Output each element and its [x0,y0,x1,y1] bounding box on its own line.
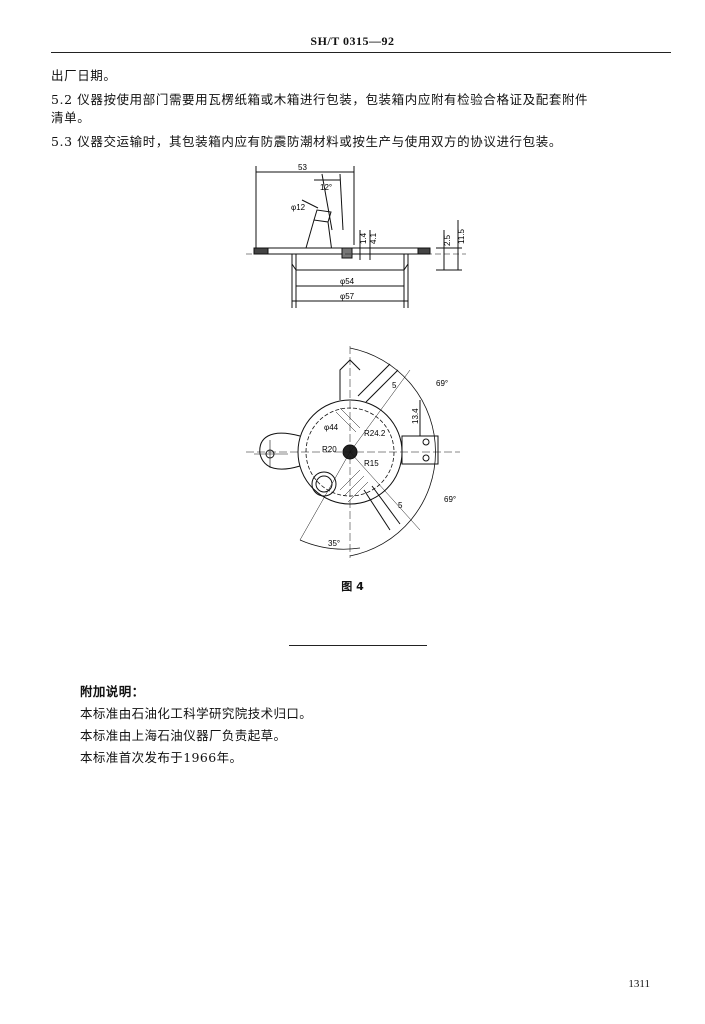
end-rule [289,645,427,646]
notes-line-2: 本标准由上海石油仪器厂负责起草。 [80,728,287,743]
dim-35deg-label: 35° [328,539,340,548]
dim-5-bottom-label: 5 [398,501,403,510]
body-line-1: 出厂日期。 [51,68,117,83]
dim-2-5-label: 2.5 [443,234,452,246]
dim-phi44-label: φ44 [324,423,339,432]
dim-phi12-label: φ12 [291,203,306,212]
body-line-3: 清单。 [51,110,91,125]
dim-11-5-label: 11.5 [457,228,466,244]
dim-69deg-top-label: 69° [436,379,448,388]
dim-r24-2-label: R24.2 [364,429,386,438]
body-line-2: 5.2 仪器按使用部门需要用瓦楞纸箱或木箱进行包装，包装箱内应附有检验合格证及配… [51,92,589,107]
dim-5-top-label: 5 [392,381,397,390]
body-line-4: 5.3 仪器交运输时，其包装箱内应有防震防潮材料或按生产与使用双方的协议进行包装… [51,134,562,149]
notes-title: 附加说明： [80,684,145,699]
figure-caption: 图 4 [341,580,364,593]
dim-1-4-label: 1.4 [359,232,368,244]
figure-section-view: 53 12° φ12 1.4 4.1 2.5 11.5 φ54 φ57 [246,163,466,308]
standard-number: SH/T 0315—92 [310,34,395,48]
dim-r20-label: R20 [322,445,337,454]
page-number: 1311 [628,978,650,990]
header-rule [51,52,671,53]
dim-phi57-label: φ57 [340,292,355,301]
dim-53-label: 53 [298,163,307,172]
dim-13-4-label: 13.4 [411,408,420,424]
notes-line-1: 本标准由石油化工科学研究院技术归口。 [80,706,313,721]
dim-69deg-bottom-label: 69° [444,495,456,504]
dim-12deg-label: 12° [320,183,332,192]
notes-line-3: 本标准首次发布于1966年。 [80,750,243,765]
figure-plan-view: 5 69° 13.4 φ44 R24.2 R20 R15 5 69° 35° [246,346,460,558]
dim-phi54-label: φ54 [340,277,355,286]
dim-4-1-label: 4.1 [369,232,378,244]
dim-r15-label: R15 [364,459,379,468]
